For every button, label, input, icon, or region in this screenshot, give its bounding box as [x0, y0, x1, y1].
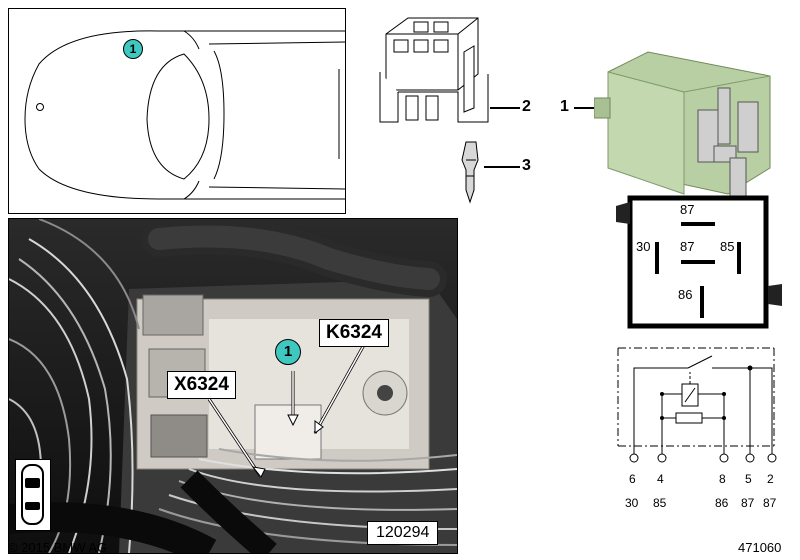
part-1-number: 1: [560, 98, 569, 115]
relay-circuit-schematic: 6 4 8 5 2 30 85 86 87 87: [616, 342, 786, 522]
terminal-pin-illustration: [456, 140, 486, 204]
schematic-pin-2: 2: [767, 472, 774, 486]
schematic-terminal-86: 86: [715, 496, 729, 510]
relay-pin-left-label: 30: [636, 239, 651, 254]
schematic-pin-8: 8: [719, 472, 726, 486]
k6324-label: K6324: [319, 319, 389, 347]
photo-location-callout: 1: [275, 339, 301, 365]
part-3-number: 3: [522, 157, 531, 174]
x6324-label: X6324: [167, 371, 236, 399]
car-location-callout: 1: [123, 39, 143, 59]
car-top-view-panel: 1: [8, 8, 346, 214]
relay-pin-center-label: 87: [680, 239, 695, 254]
photo-image-number: 120294: [367, 521, 439, 545]
part-1-leader-line: [574, 107, 600, 109]
installation-photo: 1 K6324 X6324 120294: [8, 218, 458, 554]
schematic-terminal-87-a: 87: [741, 496, 755, 510]
schematic-terminal-87-b: 87: [763, 496, 777, 510]
relay-pin-face: 87 87 30 85 86: [614, 192, 784, 332]
relay-illustration: [594, 48, 784, 198]
part-2-number: 2: [522, 98, 531, 115]
schematic-pin-6: 6: [629, 472, 636, 486]
car-outline: [24, 30, 345, 200]
relay-pin-top-label: 87: [680, 202, 695, 217]
diagram-number: 471060: [738, 540, 782, 555]
car-symbol-icon: [15, 459, 51, 531]
connector-housing-illustration: [378, 12, 498, 134]
relay-pin-bottom-label: 86: [678, 287, 693, 302]
copyright-text: © 2015 BMW AG: [8, 540, 108, 555]
schematic-terminal-85: 85: [653, 496, 667, 510]
schematic-pin-5: 5: [745, 472, 752, 486]
schematic-terminal-30: 30: [625, 496, 639, 510]
relay-pin-right-label: 85: [720, 239, 735, 254]
part-3-leader-line: [484, 166, 520, 168]
part-2-leader-line: [490, 107, 520, 109]
schematic-pin-4: 4: [657, 472, 664, 486]
